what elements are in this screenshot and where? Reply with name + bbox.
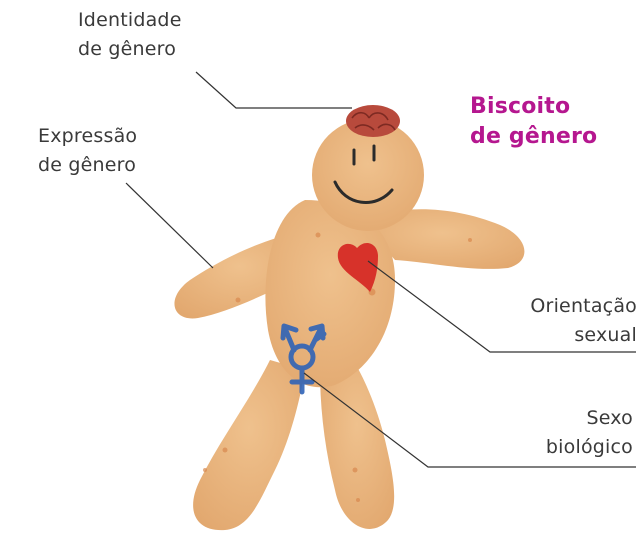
label-gender-identity-line-1: Identidade — [78, 6, 182, 35]
label-sexual-orientation-line-1: Orientação — [530, 292, 637, 321]
title-line-1: Biscoito — [470, 92, 597, 122]
leader-line-expression — [126, 183, 213, 268]
label-sexual-orientation-line-2: sexual — [530, 321, 637, 350]
label-gender-expression-line-1: Expressão — [38, 122, 137, 151]
label-sexual-orientation: Orientação sexual — [530, 292, 637, 350]
gingerbread-cookie — [174, 119, 524, 530]
label-biological-sex: Sexo biológico — [546, 404, 633, 462]
label-gender-identity-line-2: de gênero — [78, 35, 182, 64]
title-line-2: de gênero — [470, 122, 597, 152]
diagram-title: Biscoito de gênero — [470, 92, 597, 152]
cookie-left-leg — [193, 360, 305, 530]
label-gender-identity: Identidade de gênero — [78, 6, 182, 64]
label-gender-expression: Expressão de gênero — [38, 122, 137, 180]
leader-line-identity — [196, 72, 352, 108]
label-gender-expression-line-2: de gênero — [38, 151, 137, 180]
brain-icon — [346, 105, 400, 137]
label-biological-sex-line-2: biológico — [546, 433, 633, 462]
label-biological-sex-line-1: Sexo — [546, 404, 633, 433]
